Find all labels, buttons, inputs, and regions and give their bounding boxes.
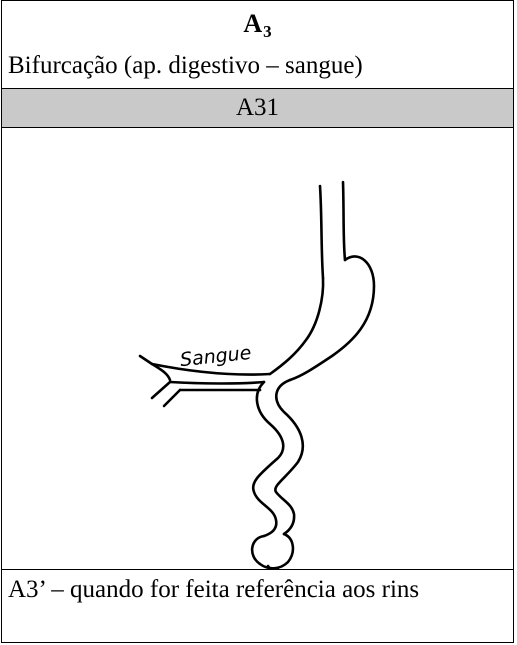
category-code-title: A3: [2, 9, 513, 47]
category-code-letter: A: [243, 9, 262, 38]
subcategory-code: A31: [2, 93, 513, 123]
vessel-fork-upper: [140, 356, 152, 364]
subcategory-header: A31: [2, 89, 513, 128]
vessel-fork-lower: [152, 382, 170, 398]
card-footer: A3’ – quando for feita referência aos ri…: [2, 570, 513, 644]
category-description: Bifurcação (ap. digestivo – sangue): [8, 51, 513, 81]
category-code-subscript: 3: [263, 22, 272, 41]
vessel-fork-bottom: [164, 390, 180, 406]
stomach-inner-curve: [270, 278, 323, 374]
intestine-end-bulb: [252, 534, 293, 568]
footer-caption: A3’ – quando for feita referência aos ri…: [8, 574, 505, 606]
esophagus-right-line: [343, 182, 345, 260]
vessel-lower-line: [170, 382, 264, 384]
stomach-outline: [290, 256, 374, 380]
drawing-cell: Sangue: [2, 128, 513, 570]
blood-label: Sangue: [179, 342, 252, 371]
card-header: A3 Bifurcação (ap. digestivo – sangue): [2, 1, 513, 89]
digestive-system-sketch: Sangue: [2, 128, 513, 570]
esophagus-left-line: [320, 186, 323, 278]
